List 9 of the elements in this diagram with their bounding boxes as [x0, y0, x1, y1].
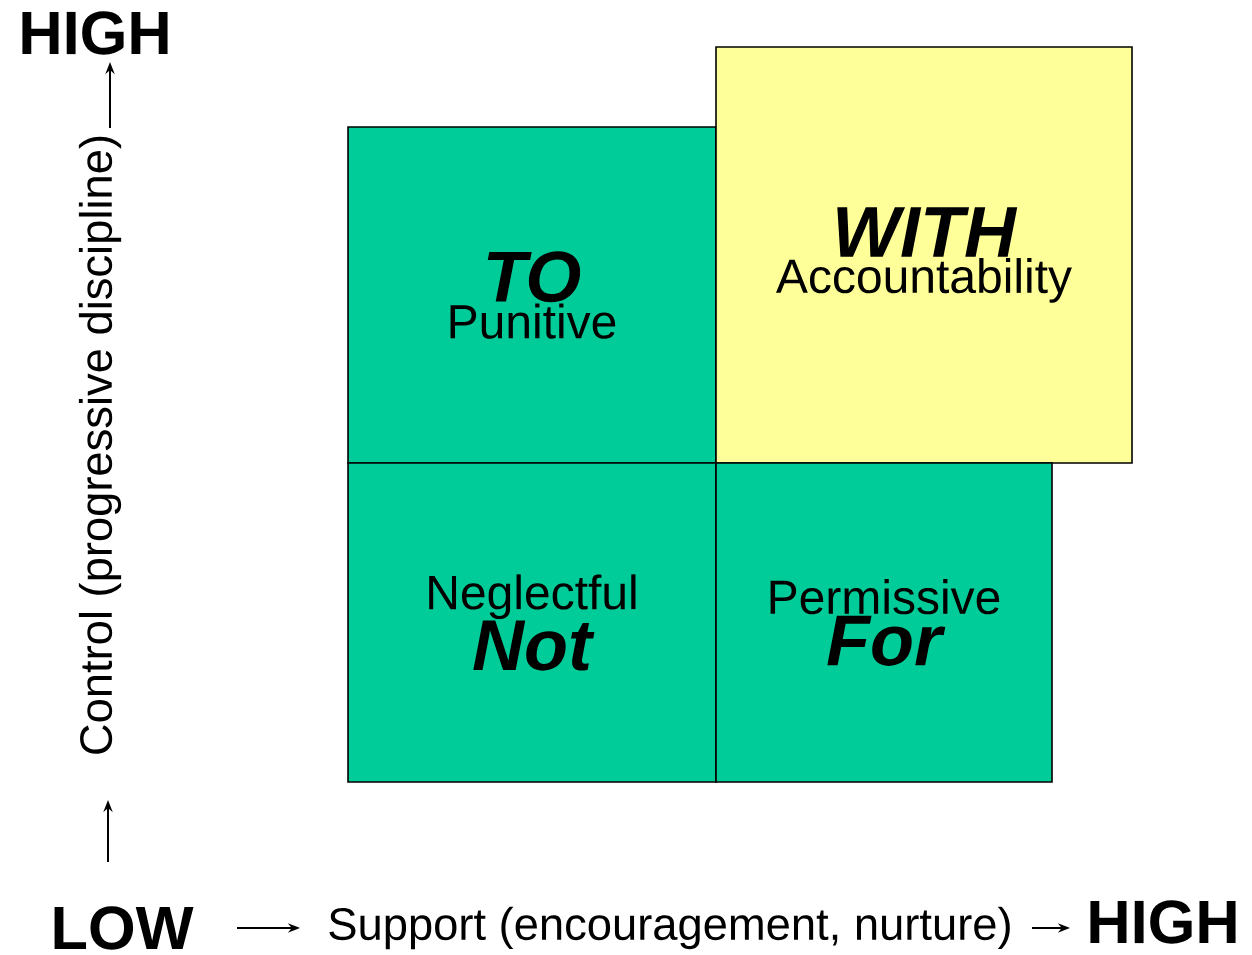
quadrant-box: TO Punitive [347, 126, 717, 464]
quadrant-box: WITH Accountability [715, 46, 1133, 464]
quadrant-box: Permissive For [715, 462, 1053, 783]
axis-label: Support (encouragement, nurture) [329, 906, 1010, 950]
axis-end-label: HIGH [1090, 900, 1236, 944]
axis-label: Control (progressive discipline) [78, 136, 122, 754]
quadrant-box: Neglectful Not [347, 462, 717, 783]
axis-end-label: LOW [54, 906, 194, 950]
axis-end-label: HIGH [22, 11, 168, 55]
